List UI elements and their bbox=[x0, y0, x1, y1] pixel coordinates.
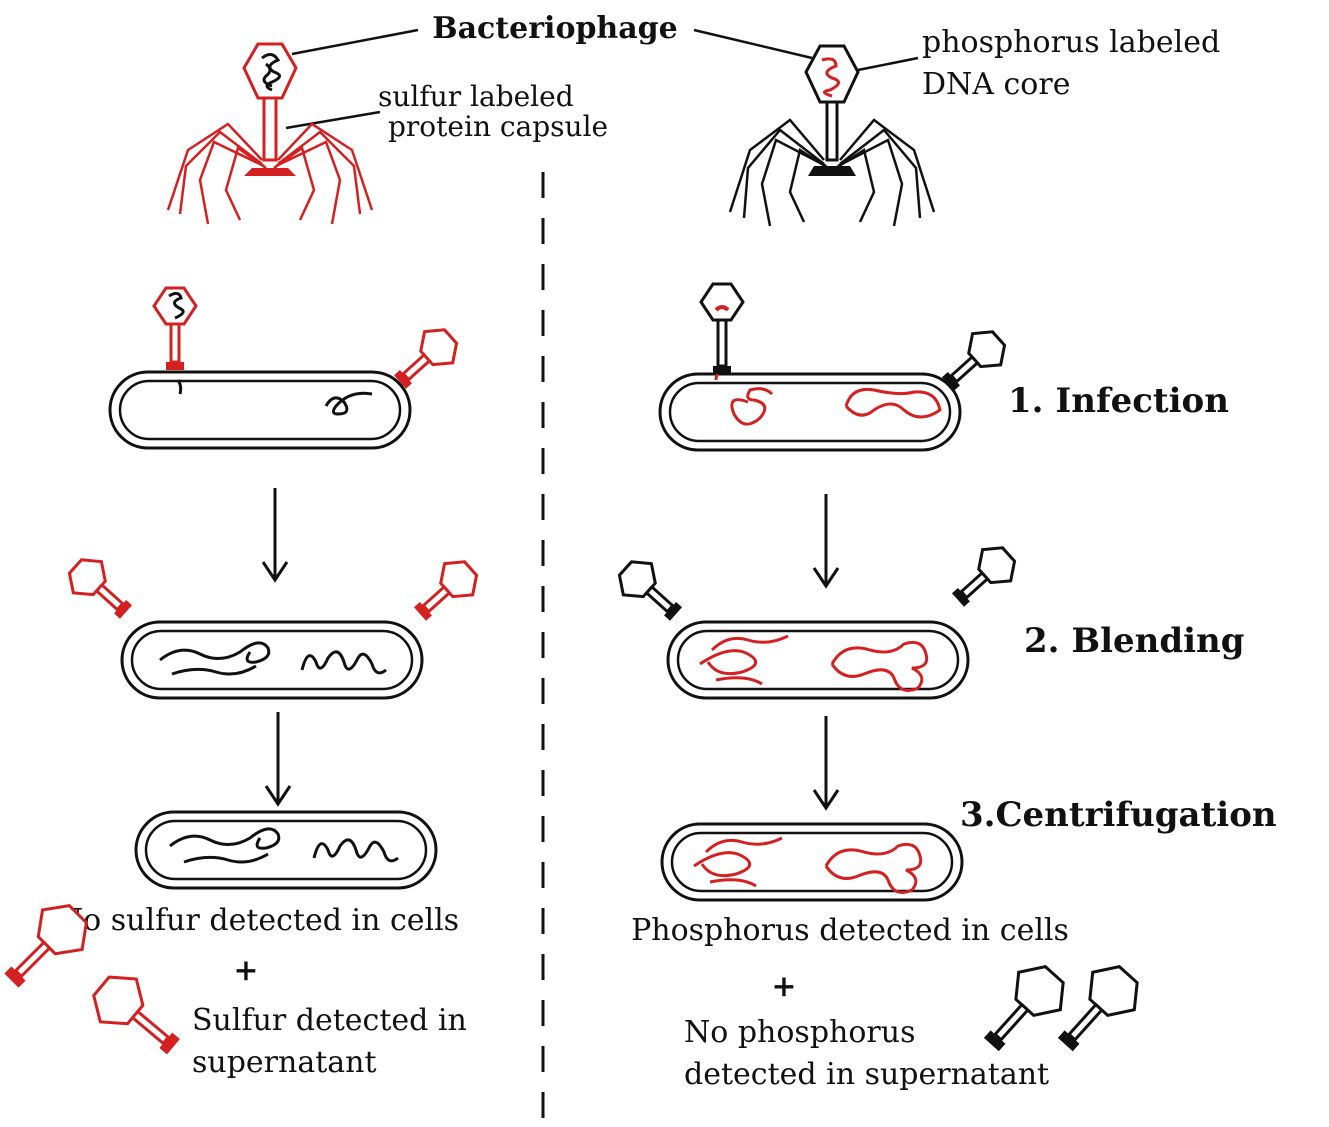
phage-ghost-icon bbox=[61, 551, 140, 628]
down-arrow-icon bbox=[266, 712, 290, 804]
right-supernatant-line2: detected in supernatant bbox=[684, 1057, 1049, 1092]
phage-ghost-icon bbox=[944, 539, 1023, 616]
bacteriophage-icon bbox=[168, 44, 372, 224]
bacterium-cell-icon bbox=[122, 622, 422, 698]
phosphorus-label-line2: DNA core bbox=[922, 67, 1070, 102]
sulfur-label-leader bbox=[286, 112, 380, 128]
bacterium-cell-icon bbox=[668, 622, 968, 698]
sulfur-label-line2: protein capsule bbox=[388, 110, 608, 143]
bacterium-cell-icon bbox=[110, 372, 410, 448]
left-cells-result: No sulfur detected in cells bbox=[57, 903, 459, 938]
left-plus-sign: + bbox=[233, 953, 258, 988]
phosphorus-label-line1: phosphorus labeled bbox=[922, 25, 1220, 60]
bacterium-cell-icon bbox=[136, 812, 436, 888]
phage-ghost-icon bbox=[406, 553, 485, 630]
right-supernatant-line1: No phosphorus bbox=[684, 1015, 915, 1050]
right-cells-result: Phosphorus detected in cells bbox=[631, 913, 1069, 948]
title-leader-left bbox=[292, 30, 418, 54]
down-arrow-icon bbox=[814, 494, 838, 586]
bacterium-cell-icon bbox=[660, 374, 960, 450]
phage-ghost-icon bbox=[83, 965, 191, 1068]
title-bacteriophage: Bacteriophage bbox=[432, 11, 678, 46]
bacterium-cell-icon bbox=[662, 824, 962, 900]
bacteriophage-icon bbox=[730, 46, 934, 226]
step-3-centrifugation: 3.Centrifugation bbox=[960, 795, 1277, 835]
bacteriophage-icon bbox=[154, 288, 196, 370]
down-arrow-icon bbox=[814, 716, 838, 808]
bacteriophage-icon bbox=[701, 284, 743, 374]
phage-ghost-icon bbox=[971, 956, 1076, 1063]
sulfur-label-line1: sulfur labeled bbox=[378, 80, 574, 113]
step-1-infection: 1. Infection bbox=[1008, 381, 1229, 421]
title-leader-right bbox=[694, 30, 812, 58]
left-supernatant-line1: Sulfur detected in bbox=[192, 1003, 467, 1038]
step-2-blending: 2. Blending bbox=[1024, 621, 1245, 661]
left-supernatant-line2: supernatant bbox=[192, 1045, 377, 1080]
right-plus-sign: + bbox=[771, 969, 796, 1004]
down-arrow-icon bbox=[263, 488, 287, 580]
phage-ghost-icon bbox=[611, 553, 690, 630]
